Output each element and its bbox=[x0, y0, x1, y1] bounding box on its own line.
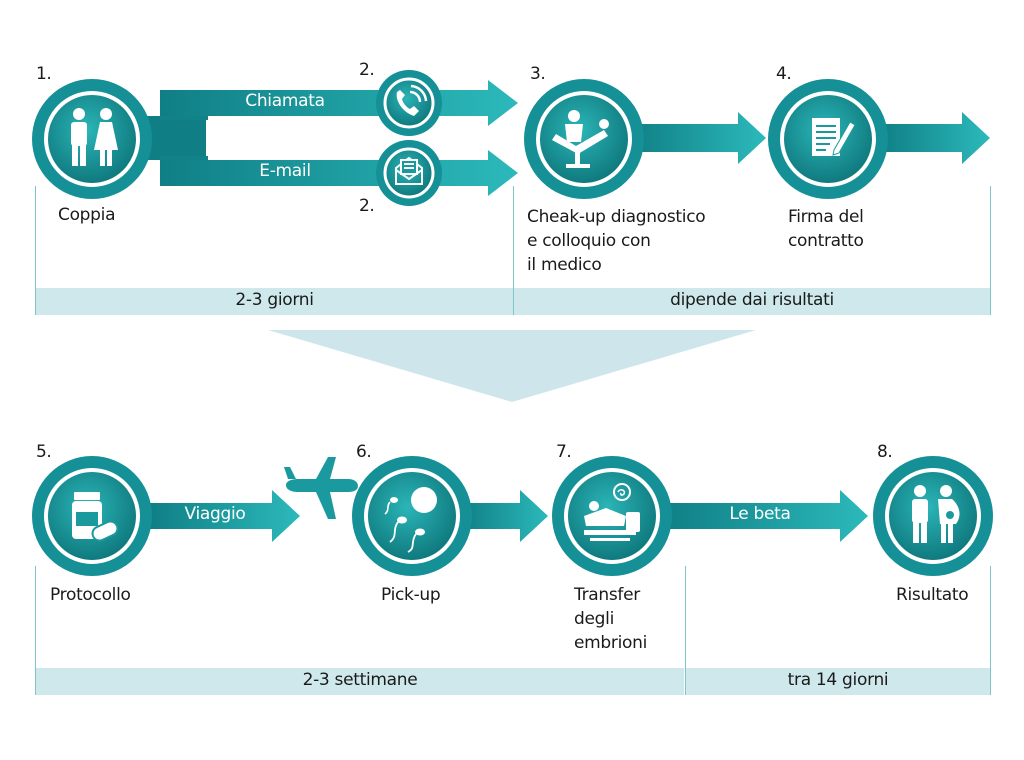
step-8-number: 8. bbox=[877, 442, 893, 462]
arrow-label-viaggio: Viaggio bbox=[184, 504, 246, 524]
transition-funnel bbox=[268, 330, 756, 402]
band-label-2-3-settimane: 2-3 settimane bbox=[302, 670, 418, 690]
step-3-circle bbox=[524, 79, 644, 199]
guide-line bbox=[990, 186, 991, 315]
medical-checkup-icon bbox=[552, 110, 609, 168]
guide-line bbox=[685, 566, 686, 695]
step-5-caption: Protocollo bbox=[50, 585, 131, 605]
band-label-dipende: dipende dai risultati bbox=[670, 290, 834, 310]
step-6-number: 6. bbox=[356, 442, 372, 462]
step-6-circle bbox=[352, 456, 472, 576]
band-label-2-3-giorni: 2-3 giorni bbox=[235, 290, 314, 310]
medication-icon bbox=[72, 492, 119, 542]
step-7-number: 7. bbox=[556, 442, 572, 462]
arrow-step3-step4 bbox=[630, 112, 766, 164]
band-row1-left bbox=[36, 288, 513, 315]
arrow-step6-step7 bbox=[462, 490, 548, 542]
guide-line bbox=[990, 566, 991, 695]
step-7-caption: Transfer degli embrioni bbox=[574, 585, 648, 653]
guide-line bbox=[35, 566, 36, 695]
step-4-number: 4. bbox=[776, 64, 792, 84]
step-1-caption: Coppia bbox=[58, 205, 116, 225]
step-8-caption: Risultato bbox=[896, 585, 969, 605]
step-3-caption: Cheak-up diagnostico e colloquio con il … bbox=[527, 207, 706, 275]
arrow-step4-out bbox=[880, 112, 990, 164]
step-2b-number: 2. bbox=[359, 196, 375, 216]
couple-icon bbox=[71, 108, 118, 166]
arrow-viaggio bbox=[150, 490, 300, 542]
step-5-number: 5. bbox=[36, 442, 52, 462]
step-2a-number: 2. bbox=[359, 60, 375, 80]
pregnant-couple-icon bbox=[912, 485, 960, 543]
step-8-circle bbox=[873, 456, 993, 576]
arrow-label-chiamata: Chiamata bbox=[245, 91, 325, 111]
step-6-caption: Pick-up bbox=[381, 585, 441, 605]
band-label-tra-14-giorni: tra 14 giorni bbox=[787, 670, 889, 690]
band-row2-right bbox=[686, 668, 990, 695]
arrow-le-beta bbox=[665, 490, 868, 542]
band-row1-right bbox=[514, 288, 990, 315]
airplane-icon bbox=[284, 457, 358, 519]
guide-line bbox=[35, 186, 36, 315]
envelope-icon bbox=[395, 156, 423, 185]
guide-line bbox=[513, 186, 514, 315]
step-4-caption: Firma del contratto bbox=[788, 207, 864, 251]
step-2a-circle bbox=[376, 70, 442, 136]
band-row2-left bbox=[36, 668, 684, 695]
step-1-number: 1. bbox=[36, 64, 52, 84]
step-3-number: 3. bbox=[530, 64, 546, 84]
arrow-label-le-beta: Le beta bbox=[729, 504, 791, 524]
phone-icon bbox=[396, 84, 428, 116]
sperm-egg-icon bbox=[384, 487, 437, 553]
arrow-label-email: E-mail bbox=[259, 161, 311, 181]
embryo-transfer-icon bbox=[584, 483, 640, 541]
contract-icon bbox=[812, 118, 856, 156]
step-1-circle bbox=[32, 79, 152, 199]
